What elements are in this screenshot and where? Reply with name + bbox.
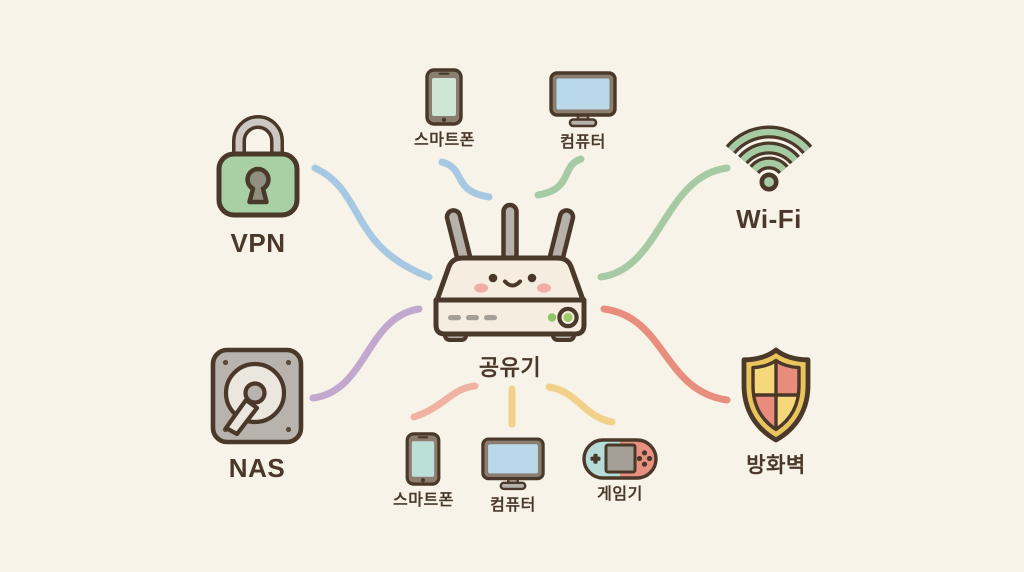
edge-router-computer-top (534, 155, 585, 199)
edge-router-smartphone-top (438, 158, 493, 201)
node-label-computer-top: 컴퓨터 (560, 134, 606, 151)
node-label-smartphone-top: 스마트폰 (414, 132, 475, 149)
node-game-console: 게임기 (582, 438, 658, 503)
harddrive-icon (210, 347, 304, 445)
lock-icon (216, 115, 300, 218)
node-label-computer-bottom: 컴퓨터 (490, 497, 536, 514)
node-label-nas: NAS (228, 453, 286, 483)
node-computer-bottom: 컴퓨터 (481, 437, 545, 514)
monitor-icon (549, 71, 617, 128)
node-label-game-console: 게임기 (597, 486, 643, 503)
node-nas: NAS (210, 347, 304, 481)
node-router: 공유기 (425, 196, 595, 379)
node-label-wifi: Wi-Fi (736, 204, 802, 234)
node-wifi: Wi-Fi (713, 108, 825, 232)
node-label-router: 공유기 (478, 355, 542, 380)
node-firewall: 방화벽 (733, 347, 819, 476)
smartphone-icon (425, 68, 464, 126)
edge-router-game-console (545, 383, 616, 426)
gamepad-icon (582, 438, 658, 480)
edge-router-nas (309, 305, 423, 402)
shield-icon (741, 347, 811, 443)
node-label-vpn: VPN (230, 228, 286, 258)
wifi-icon (725, 125, 813, 192)
node-label-firewall: 방화벽 (746, 454, 806, 477)
router-icon (433, 202, 587, 342)
node-smartphone-top: 스마트폰 (414, 68, 475, 149)
node-smartphone-bottom: 스마트폰 (393, 432, 454, 509)
edge-router-smartphone-bottom (410, 382, 479, 421)
edge-router-firewall (600, 305, 731, 404)
monitor-icon (481, 437, 545, 491)
node-vpn: VPN (206, 96, 310, 256)
node-computer-top: 컴퓨터 (549, 71, 617, 151)
smartphone-icon (406, 432, 441, 486)
edge-router-vpn (311, 164, 433, 281)
node-label-smartphone-bottom: 스마트폰 (393, 492, 454, 509)
edge-router-wifi (597, 164, 731, 281)
